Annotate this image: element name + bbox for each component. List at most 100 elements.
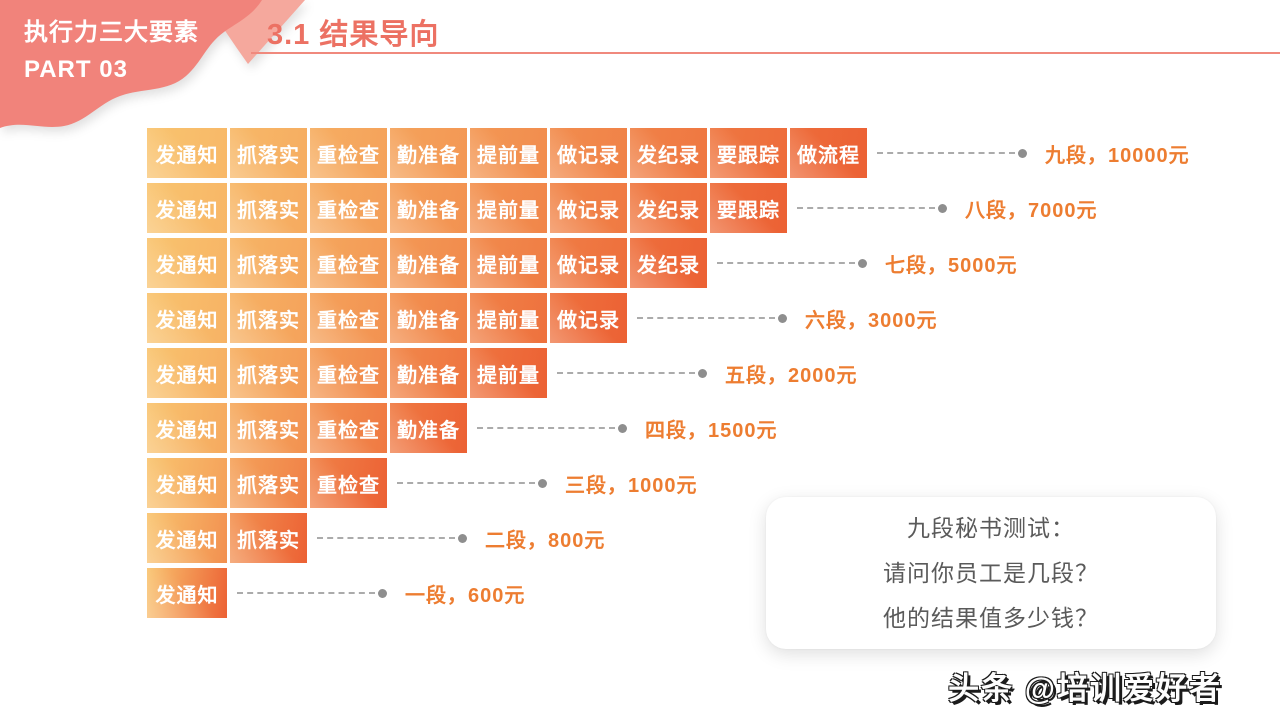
step-cell-label: 勤准备 xyxy=(397,254,460,277)
step-cell: 发纪录 xyxy=(627,128,707,178)
step-cell-label: 发通知 xyxy=(155,254,219,277)
step-cell: 重检查 xyxy=(307,128,387,178)
step-cell: 抓落实 xyxy=(227,238,307,288)
step-cell-label: 要跟踪 xyxy=(717,144,780,167)
step-cell-label: 抓落实 xyxy=(237,309,300,332)
step-cell-label: 重检查 xyxy=(317,474,380,497)
step-cell: 提前量 xyxy=(467,183,547,233)
dashed-leader-line xyxy=(637,317,775,319)
staircase-chart: 发通知抓落实重检查勤准备提前量做记录发纪录要跟踪做流程九段，10000元发通知抓… xyxy=(147,128,1190,623)
leader-dot-icon xyxy=(778,313,787,323)
leader-dot-icon xyxy=(858,258,867,268)
leader-dot-icon xyxy=(698,368,707,378)
step-cell-label: 勤准备 xyxy=(397,199,460,222)
dashed-leader-line xyxy=(237,592,375,594)
step-bar: 发通知 xyxy=(147,568,227,618)
leader-dot-icon xyxy=(938,203,947,213)
step-cell-label: 提前量 xyxy=(477,144,540,167)
step-bar: 发通知抓落实重检查勤准备提前量做记录 xyxy=(147,293,627,343)
step-cell-label: 发通知 xyxy=(155,529,219,552)
step-cell-label: 抓落实 xyxy=(237,199,300,222)
step-cell: 提前量 xyxy=(467,238,547,288)
step-cell-label: 做记录 xyxy=(557,199,620,222)
grade-row: 发通知抓落实重检查三段，1000元 xyxy=(147,458,1190,508)
step-cell-label: 发通知 xyxy=(155,419,219,442)
leader-dot-icon xyxy=(618,423,627,433)
step-cell-label: 勤准备 xyxy=(397,144,460,167)
grade-label: 二段，800元 xyxy=(485,529,606,552)
step-cell: 抓落实 xyxy=(227,348,307,398)
step-cell: 发通知 xyxy=(147,293,227,343)
step-bar: 发通知抓落实 xyxy=(147,513,307,563)
step-cell-label: 发通知 xyxy=(155,309,219,332)
step-cell: 发通知 xyxy=(147,403,227,453)
step-cell: 抓落实 xyxy=(227,403,307,453)
bubble-line: 请问你员工是几段？ xyxy=(883,559,1099,586)
step-bar: 发通知抓落实重检查勤准备提前量 xyxy=(147,348,547,398)
step-bar: 发通知抓落实重检查勤准备提前量做记录发纪录要跟踪做流程 xyxy=(147,128,867,178)
step-cell: 提前量 xyxy=(467,293,547,343)
step-cell: 勤准备 xyxy=(387,183,467,233)
title-underline xyxy=(251,52,1280,54)
step-cell: 要跟踪 xyxy=(707,128,787,178)
grade-row: 发通知抓落实重检查勤准备四段，1500元 xyxy=(147,403,1190,453)
step-cell: 发通知 xyxy=(147,183,227,233)
step-cell-label: 做记录 xyxy=(557,309,620,332)
question-bubble: 九段秘书测试： 请问你员工是几段？ 他的结果值多少钱？ xyxy=(766,497,1216,649)
step-cell: 抓落实 xyxy=(227,293,307,343)
step-cell: 抓落实 xyxy=(227,128,307,178)
step-cell: 勤准备 xyxy=(387,293,467,343)
grade-label: 一段，600元 xyxy=(405,584,526,607)
step-cell: 要跟踪 xyxy=(707,183,787,233)
step-cell: 做记录 xyxy=(547,128,627,178)
leader-dot-icon xyxy=(378,588,387,598)
step-cell-label: 做流程 xyxy=(797,144,860,167)
step-cell: 抓落实 xyxy=(227,183,307,233)
step-cell: 提前量 xyxy=(467,348,547,398)
step-cell: 做记录 xyxy=(547,238,627,288)
step-cell-label: 抓落实 xyxy=(237,254,300,277)
step-cell: 勤准备 xyxy=(387,403,467,453)
step-cell: 发纪录 xyxy=(627,238,707,288)
step-cell-label: 抓落实 xyxy=(237,419,300,442)
step-cell-label: 勤准备 xyxy=(397,309,460,332)
step-cell-label: 抓落实 xyxy=(237,474,300,497)
step-cell: 发通知 xyxy=(147,128,227,178)
step-cell: 勤准备 xyxy=(387,348,467,398)
step-cell: 重检查 xyxy=(307,403,387,453)
grade-label: 八段，7000元 xyxy=(965,199,1098,222)
section-badge-blob: 执行力三大要素 PART 03 xyxy=(0,0,310,150)
watermark-text: 头条 @培训爱好者 xyxy=(948,671,1222,706)
step-cell-label: 重检查 xyxy=(317,419,380,442)
dashed-leader-line xyxy=(877,152,1015,154)
step-cell-label: 发纪录 xyxy=(637,199,700,222)
grade-label: 六段，3000元 xyxy=(805,309,938,332)
step-cell-label: 发纪录 xyxy=(637,254,700,277)
step-cell: 提前量 xyxy=(467,128,547,178)
grade-label: 九段，10000元 xyxy=(1045,144,1190,167)
step-cell-label: 发通知 xyxy=(155,474,219,497)
step-cell: 发通知 xyxy=(147,458,227,508)
step-cell: 发通知 xyxy=(147,348,227,398)
dashed-leader-line xyxy=(397,482,535,484)
step-bar: 发通知抓落实重检查勤准备提前量做记录发纪录要跟踪 xyxy=(147,183,787,233)
step-cell-label: 提前量 xyxy=(477,254,540,277)
step-cell-label: 发纪录 xyxy=(637,144,700,167)
blob-shape-icon xyxy=(0,0,305,128)
step-cell: 做记录 xyxy=(547,293,627,343)
step-cell-label: 做记录 xyxy=(557,254,620,277)
step-cell: 勤准备 xyxy=(387,238,467,288)
step-cell: 重检查 xyxy=(307,293,387,343)
step-cell-label: 重检查 xyxy=(317,254,380,277)
step-cell-label: 重检查 xyxy=(317,199,380,222)
step-cell: 做流程 xyxy=(787,128,867,178)
step-cell: 重检查 xyxy=(307,238,387,288)
step-cell-label: 抓落实 xyxy=(237,529,300,552)
dashed-leader-line xyxy=(317,537,455,539)
grade-label: 七段，5000元 xyxy=(885,254,1018,277)
grade-row: 发通知抓落实重检查勤准备提前量做记录发纪录 七段，5000元 xyxy=(147,238,1190,288)
bubble-line: 他的结果值多少钱？ xyxy=(883,604,1099,631)
step-cell: 发通知 xyxy=(147,238,227,288)
grade-row: 发通知抓落实重检查勤准备提前量做记录发纪录要跟踪做流程 九段，10000元 xyxy=(147,128,1190,178)
step-cell-label: 提前量 xyxy=(477,309,540,332)
